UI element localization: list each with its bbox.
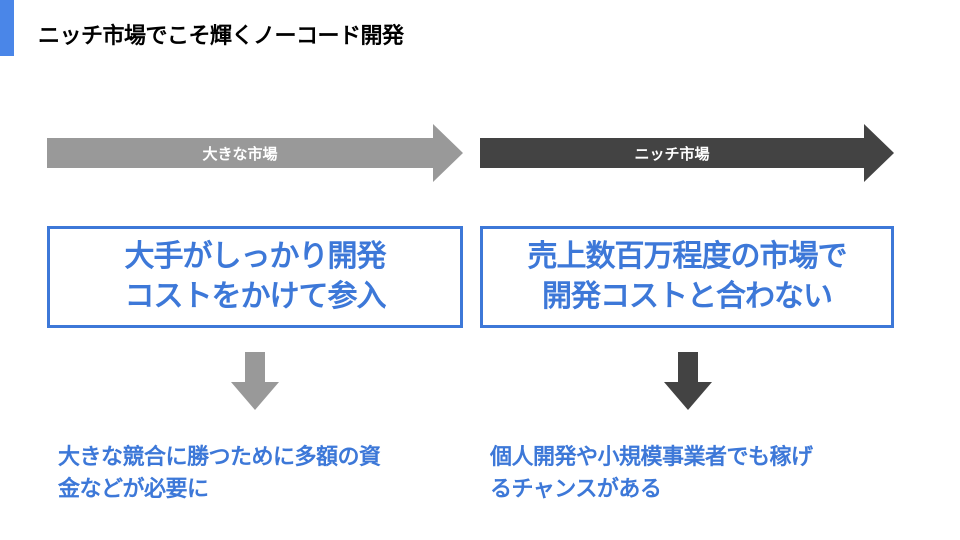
niche-market-note: 個人開発や小規模事業者でも稼げ るチャンスがある	[490, 442, 900, 506]
down-arrow-icon	[664, 352, 712, 410]
accent-bar	[0, 0, 14, 56]
niche-market-label: ニッチ市場	[634, 145, 710, 163]
note-line: 個人開発や小規模事業者でも稼げ	[490, 445, 813, 470]
large-market-arrow: 大きな市場	[47, 124, 463, 182]
arrow-right-icon	[480, 124, 894, 182]
box-line: コストをかけて参入	[124, 279, 387, 314]
box-line: 開発コストと合わない	[542, 279, 833, 314]
large-market-box: 大手がしっかり開発 コストをかけて参入	[47, 226, 463, 328]
box-line: 大手がしっかり開発	[124, 239, 387, 274]
arrow-right-icon	[47, 124, 463, 182]
note-line: るチャンスがある	[490, 477, 662, 502]
large-market-label: 大きな市場	[202, 145, 278, 163]
niche-market-arrow: ニッチ市場	[480, 124, 894, 182]
slide-title: ニッチ市場でこそ輝くノーコード開発	[38, 24, 404, 49]
down-arrow-icon	[231, 352, 279, 410]
note-line: 金などが必要に	[58, 477, 209, 502]
note-line: 大きな競合に勝つために多額の資	[58, 445, 381, 470]
arrow-shape	[47, 124, 463, 182]
large-market-note: 大きな競合に勝つために多額の資 金などが必要に	[58, 442, 458, 506]
arrow-shape	[480, 124, 894, 182]
large-market-box-text: 大手がしっかり開発 コストをかけて参入	[124, 237, 387, 317]
niche-market-box-text: 売上数百万程度の市場で 開発コストと合わない	[527, 237, 848, 317]
niche-market-box: 売上数百万程度の市場で 開発コストと合わない	[480, 226, 894, 328]
box-line: 売上数百万程度の市場で	[527, 239, 848, 274]
